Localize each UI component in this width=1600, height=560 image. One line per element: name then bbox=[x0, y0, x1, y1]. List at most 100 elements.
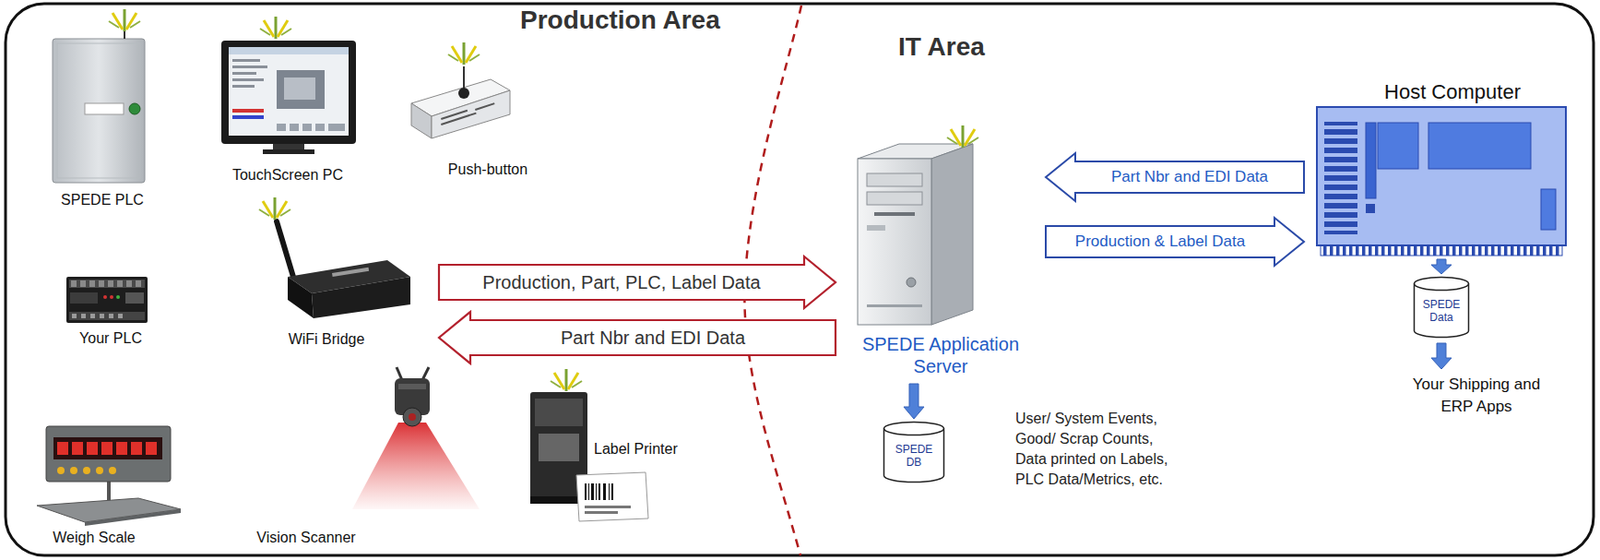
weigh-scale-part bbox=[46, 426, 171, 482]
area-heading: IT Area bbox=[898, 31, 985, 63]
host-computer: Host Computer bbox=[1309, 77, 1572, 258]
server-tower-icon-part bbox=[874, 212, 915, 216]
customer-plc-part bbox=[70, 292, 98, 304]
weigh-scale-part bbox=[101, 441, 113, 455]
customer-plc-part bbox=[109, 295, 114, 299]
spede-plc-enclosure-part bbox=[129, 103, 141, 115]
label-printer bbox=[530, 368, 649, 522]
customer-plc-part bbox=[117, 280, 123, 287]
customer-plc-part bbox=[107, 280, 114, 287]
touchscreen-monitor-part bbox=[302, 123, 312, 131]
weigh-scale bbox=[36, 426, 181, 526]
server-tower-icon-part bbox=[906, 277, 916, 287]
weigh-scale-part bbox=[82, 466, 91, 475]
customer-plc-part bbox=[116, 295, 120, 299]
device-node: Push-button bbox=[403, 36, 530, 181]
label-printer-part bbox=[598, 483, 601, 500]
database-cylinder: SPEDE Data bbox=[1412, 275, 1470, 339]
touchscreen-monitor-part bbox=[232, 84, 255, 88]
touchscreen-monitor-part bbox=[232, 71, 257, 75]
device-node: WiFi Bridge bbox=[258, 189, 434, 353]
device-label: WiFi Bridge bbox=[288, 330, 366, 349]
wifi-bridge-device bbox=[259, 197, 411, 319]
label-printer-part bbox=[584, 483, 587, 500]
server-tower-icon-part bbox=[866, 191, 923, 205]
label-printer-part bbox=[588, 483, 590, 500]
cylinder-rim bbox=[1414, 284, 1470, 291]
cylinder-outline bbox=[882, 420, 946, 484]
device-node: Weigh Scale bbox=[31, 416, 185, 550]
weigh-scale-part bbox=[86, 441, 98, 455]
push-button-device-part bbox=[458, 87, 470, 99]
weigh-scale-part bbox=[108, 466, 117, 475]
customer-plc-part bbox=[125, 292, 144, 304]
customer-plc-part bbox=[71, 313, 77, 319]
vision-scanner bbox=[352, 367, 480, 510]
note-text: User/ System Events, Good/ Scrap Counts,… bbox=[1015, 408, 1184, 490]
weigh-scale-part bbox=[36, 497, 181, 522]
label-printer-part bbox=[603, 483, 606, 500]
vision-scanner-part bbox=[352, 422, 480, 510]
spede-plc-enclosure-part bbox=[84, 103, 124, 115]
weigh-scale-part bbox=[84, 509, 181, 526]
wifi-bridge-device-part bbox=[259, 197, 291, 220]
touchscreen-monitor-part bbox=[328, 123, 345, 131]
weigh-scale-part bbox=[130, 441, 143, 455]
push-button-device-part bbox=[448, 42, 480, 65]
weigh-scale-part bbox=[53, 437, 163, 460]
customer-plc bbox=[66, 276, 148, 323]
touchscreen-monitor bbox=[221, 16, 356, 155]
device-label: SPEDE PLC bbox=[60, 190, 144, 210]
touchscreen-monitor-part bbox=[228, 47, 349, 136]
touchscreen-monitor-part bbox=[232, 59, 261, 62]
wifi-bridge-device-part bbox=[331, 267, 369, 277]
customer-plc-part bbox=[69, 311, 145, 320]
cylinder-label: SPEDE DB bbox=[893, 442, 935, 469]
spede-plc-enclosure-part bbox=[108, 9, 141, 32]
output-arrow bbox=[1431, 343, 1452, 369]
device-node: Vision Scanner bbox=[248, 367, 489, 550]
touchscreen-monitor-part bbox=[276, 70, 325, 109]
spede-plc-enclosure-part bbox=[123, 31, 126, 39]
label-printer-part bbox=[576, 472, 649, 522]
device-label: TouchScreen PC bbox=[232, 165, 344, 185]
vision-scanner-part bbox=[402, 407, 422, 427]
data-flow-arrow bbox=[1045, 217, 1304, 266]
device-label: Label Printer bbox=[593, 439, 678, 459]
touchscreen-monitor-part bbox=[232, 65, 268, 69]
device-node: Your PLC bbox=[57, 271, 159, 351]
push-button-device-part bbox=[474, 102, 496, 111]
label-printer-part bbox=[534, 398, 583, 427]
wifi-bridge-device-part bbox=[276, 221, 294, 277]
weigh-scale-part bbox=[116, 441, 128, 455]
spede-plc-enclosure-part bbox=[57, 43, 141, 178]
arrow-label: Production & Label Data bbox=[1075, 232, 1245, 251]
customer-plc-part bbox=[135, 280, 142, 287]
device-label: Your PLC bbox=[79, 329, 143, 348]
weigh-scale-part bbox=[57, 466, 65, 475]
customer-plc-part bbox=[90, 313, 95, 319]
touchscreen-monitor-part bbox=[272, 143, 305, 151]
customer-plc-part bbox=[99, 313, 105, 319]
weigh-scale-part bbox=[95, 466, 104, 475]
touchscreen-monitor-part bbox=[284, 77, 316, 100]
host-circuit-board-part bbox=[1324, 121, 1358, 235]
label-printer-part bbox=[584, 505, 631, 509]
arrow-label: Part Nbr and EDI Data bbox=[1111, 167, 1269, 187]
customer-plc-part bbox=[71, 280, 77, 287]
customer-plc-part bbox=[66, 276, 148, 323]
spede-plc-enclosure-part bbox=[52, 38, 145, 183]
server-tower-icon-part bbox=[866, 173, 923, 187]
data-flow-arrow bbox=[1045, 153, 1304, 202]
customer-plc-part bbox=[69, 279, 145, 288]
customer-plc-part bbox=[80, 280, 86, 287]
customer-plc-part bbox=[108, 313, 114, 319]
device-label: Weigh Scale bbox=[52, 528, 136, 547]
vision-scanner-part bbox=[396, 367, 403, 380]
area-heading: Production Area bbox=[520, 4, 721, 36]
touchscreen-monitor-part bbox=[315, 123, 325, 131]
customer-plc-part bbox=[118, 313, 123, 319]
push-button-device-part bbox=[440, 109, 468, 120]
customer-plc-part bbox=[89, 280, 95, 287]
wifi-bridge-device-part bbox=[287, 276, 314, 319]
